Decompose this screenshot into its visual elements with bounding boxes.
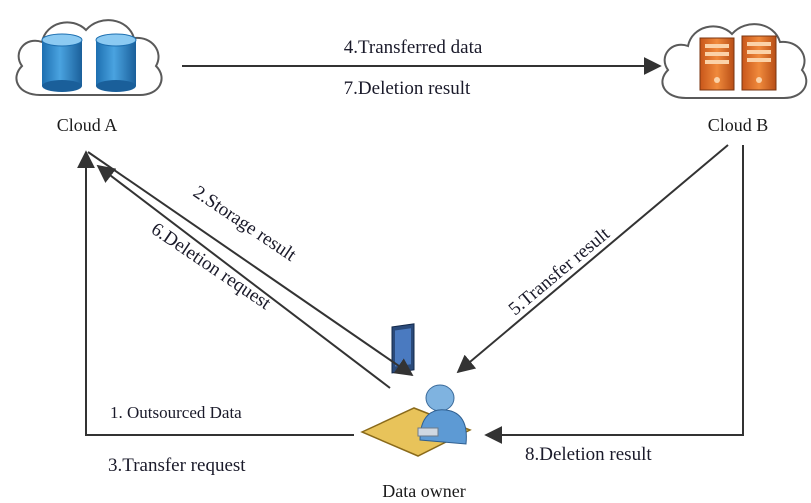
arrow-owner-to-cloud-a-deletion xyxy=(96,164,391,389)
message-5-label: 5.Transfer result xyxy=(505,223,615,320)
server-tower-right xyxy=(741,35,777,91)
message-8-label: 8.Deletion result xyxy=(525,444,652,465)
database-cloud-icon xyxy=(15,19,163,97)
message-7-label: 7.Deletion result xyxy=(344,78,471,99)
data-owner-label: Data owner xyxy=(382,481,465,501)
user-at-computer-icon xyxy=(360,323,472,457)
database-cylinder-left xyxy=(41,33,83,92)
server-tower-left xyxy=(699,37,735,91)
arrow-cloud-b-to-owner xyxy=(456,144,729,374)
server-cloud-icon xyxy=(661,23,808,99)
message-1-label: 1. Outsourced Data xyxy=(110,403,242,422)
arrow-cloud-b-to-owner-deletion xyxy=(484,145,744,444)
database-cylinder-right xyxy=(95,33,137,92)
arrow-owner-to-cloud-a xyxy=(77,150,354,436)
cloud-a-label: Cloud A xyxy=(57,115,118,135)
arrow-cloud-a-to-owner xyxy=(87,151,414,377)
message-3-label: 3.Transfer request xyxy=(108,455,246,476)
cloud-b-label: Cloud B xyxy=(708,115,769,135)
message-4-label: 4.Transferred data xyxy=(344,37,483,58)
